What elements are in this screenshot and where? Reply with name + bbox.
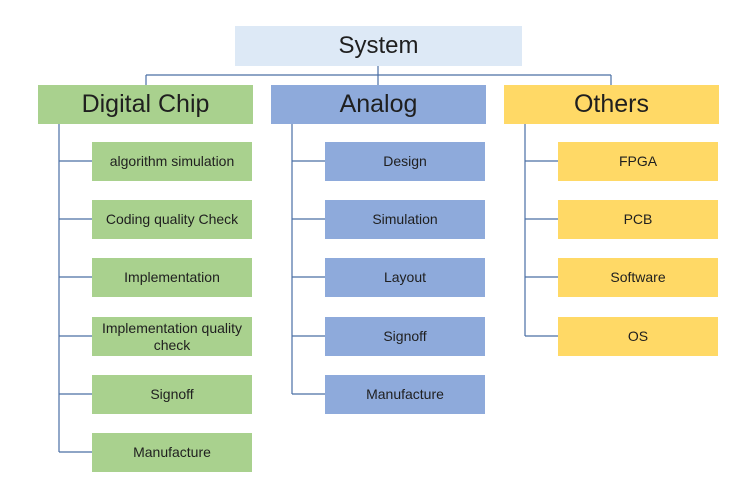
digital-item-implementation: Implementation <box>92 258 252 297</box>
others-item-os: OS <box>558 317 718 356</box>
analog-item-signoff: Signoff <box>325 317 485 356</box>
digital-item-implementation-quality-check: Implementation quality check <box>92 317 252 356</box>
digital-item-signoff: Signoff <box>92 375 252 414</box>
others-item-pcb: PCB <box>558 200 718 239</box>
category-analog: Analog <box>271 85 486 124</box>
analog-item-simulation: Simulation <box>325 200 485 239</box>
analog-item-design: Design <box>325 142 485 181</box>
analog-item-layout: Layout <box>325 258 485 297</box>
digital-item-algorithm-simulation: algorithm simulation <box>92 142 252 181</box>
others-item-fpga: FPGA <box>558 142 718 181</box>
analog-item-manufacture: Manufacture <box>325 375 485 414</box>
category-digital-chip: Digital Chip <box>38 85 253 124</box>
digital-item-coding-quality-check: Coding quality Check <box>92 200 252 239</box>
root-node-system: System <box>235 26 522 66</box>
others-item-software: Software <box>558 258 718 297</box>
digital-item-manufacture: Manufacture <box>92 433 252 472</box>
category-others: Others <box>504 85 719 124</box>
